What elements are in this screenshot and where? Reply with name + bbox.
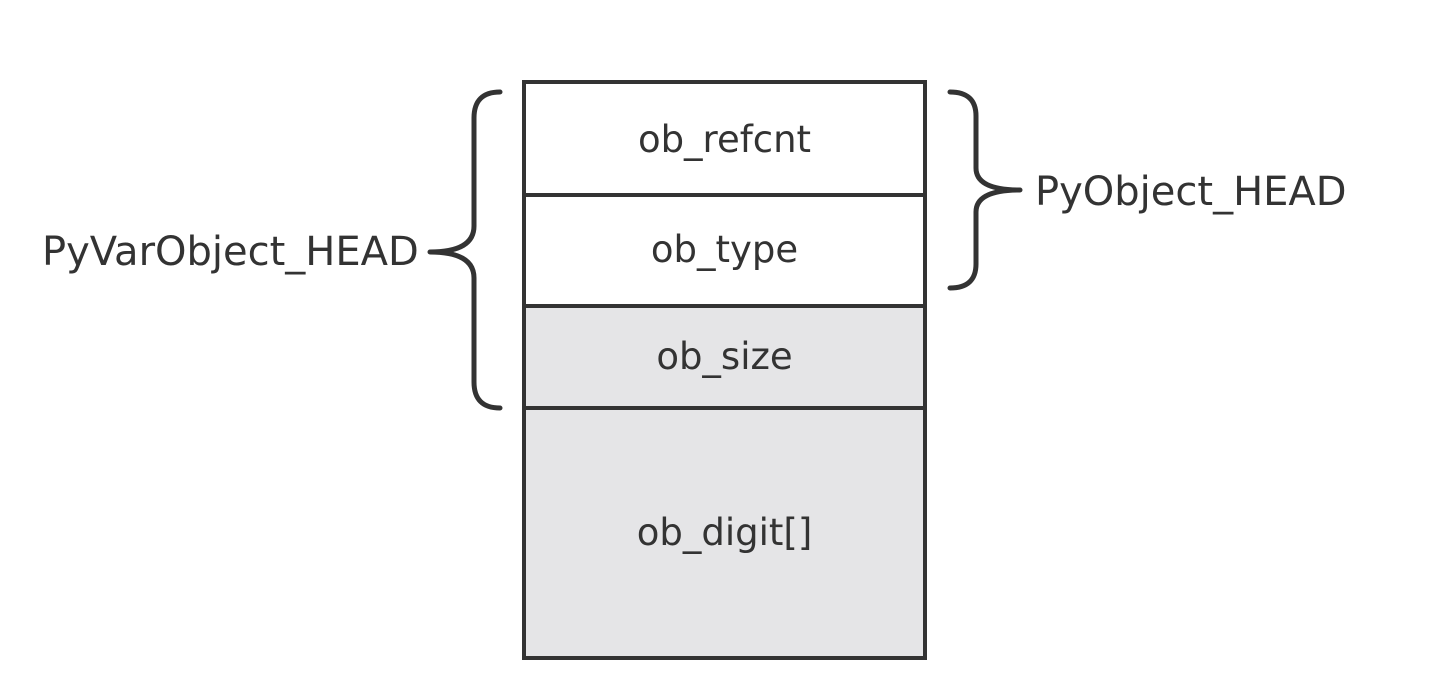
var-head-brace: [427, 89, 503, 411]
field-label: ob_size: [656, 334, 793, 378]
field-label: ob_refcnt: [637, 117, 812, 161]
obj-head-label: PyObject_HEAD: [1035, 169, 1347, 215]
field-divider: [526, 193, 923, 197]
field-ob-size: ob_size: [526, 306, 923, 406]
field-label: ob_type: [650, 227, 799, 271]
field-ob-refcnt: ob_refcnt: [526, 84, 923, 194]
var-head-label: PyVarObject_HEAD: [42, 229, 419, 275]
field-label: ob_digit[]: [636, 510, 813, 554]
field-divider: [526, 304, 923, 308]
field-ob-digit: ob_digit[]: [526, 408, 923, 656]
field-divider: [526, 406, 923, 410]
pylongobject-struct: ob_refcnt ob_type ob_size ob_digit[]: [522, 80, 927, 660]
field-ob-type: ob_type: [526, 194, 923, 304]
obj-head-brace: [947, 89, 1023, 291]
